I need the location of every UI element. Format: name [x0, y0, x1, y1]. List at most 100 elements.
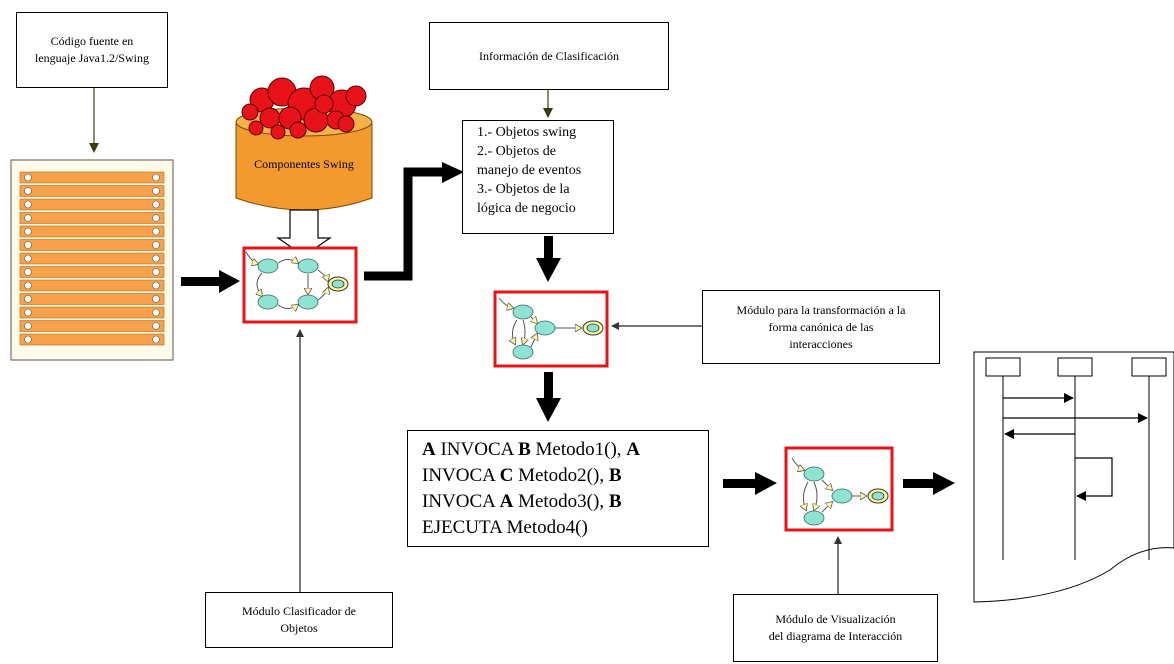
- classification-list-line-4: 3.- Objetos de la: [477, 182, 570, 197]
- classifier-module-line-2: Objetos: [280, 621, 318, 635]
- visualization-module-line-1: Módulo de Visualización: [775, 612, 896, 626]
- thick-arrow-text-to-visualizer: [723, 472, 777, 495]
- code-listing-icon: [10, 159, 174, 361]
- code-line-hole: [24, 214, 32, 222]
- component-ball: [337, 115, 355, 133]
- thick-arrow-list-to-canonical: [536, 236, 561, 282]
- invoca-word: INVOCA: [422, 491, 500, 512]
- code-line-bar: [19, 225, 165, 238]
- object-a: A: [499, 491, 514, 512]
- state-node: [257, 258, 279, 274]
- code-line-hole: [152, 254, 160, 263]
- state-node: [831, 488, 853, 504]
- component-ball: [345, 85, 367, 107]
- code-line-hole: [24, 187, 32, 195]
- state-node: [534, 320, 556, 336]
- object-b: B: [518, 439, 531, 460]
- code-line-hole: [24, 322, 32, 330]
- ejecuta-text: EJECUTA Metodo4(): [422, 517, 588, 538]
- object-b: B: [608, 491, 622, 512]
- component-ball: [270, 124, 286, 140]
- code-line-hole: [24, 254, 32, 263]
- transition-edge: [814, 481, 817, 510]
- object-a: A: [626, 439, 641, 460]
- source-code-box: Código fuente en lenguaje Java1.2/Swing: [16, 12, 168, 88]
- code-line-hole: [152, 322, 160, 330]
- transition-edge: [523, 319, 525, 344]
- thick-arrow-canonical-to-text: [536, 372, 561, 422]
- code-line-hole: [152, 295, 160, 303]
- transform-module-line-2: forma canónica de las: [768, 319, 874, 334]
- invocation-line-4: EJECUTA Metodo4(): [422, 515, 700, 541]
- code-line-hole: [152, 173, 160, 182]
- transition-edge: [277, 260, 298, 264]
- code-line-bar: [19, 306, 165, 319]
- invocation-line-3: INVOCA A Metodo3(), B: [422, 489, 700, 515]
- components-database-icon: [235, 75, 373, 211]
- invocation-line-1: A INVOCA B Metodo1(), A: [422, 437, 700, 463]
- code-line-bar: [19, 171, 165, 184]
- object-a: A: [422, 439, 436, 460]
- thick-arrow-code-to-classifier: [181, 270, 240, 293]
- code-line-hole: [24, 241, 32, 249]
- state-node: [297, 294, 319, 310]
- code-line-bar: [19, 279, 165, 292]
- classification-list-line-2: 2.- Objetos de: [477, 144, 556, 159]
- component-ball: [314, 94, 334, 114]
- classification-list-line-5: lógica de negocio: [477, 201, 576, 216]
- code-line-bar: [19, 252, 165, 265]
- transition-edge: [317, 288, 328, 301]
- invoca-word: INVOCA: [435, 439, 519, 460]
- code-line-bar: [19, 185, 165, 197]
- object-c: C: [499, 465, 514, 486]
- source-code-line-1: Código fuente en: [50, 34, 134, 48]
- classification-list-line-1: 1.- Objetos swing: [477, 125, 577, 140]
- state-node: [257, 294, 279, 310]
- final-state-inner: [871, 491, 885, 501]
- object-b: B: [608, 465, 622, 486]
- state-node: [512, 344, 534, 360]
- method-text: Metodo1(),: [530, 439, 627, 460]
- transition-edge: [512, 319, 518, 344]
- classifier-module-line-1: Módulo Clasificador de: [242, 604, 356, 618]
- classifier-module-box: Módulo Clasificador de Objetos: [205, 592, 393, 648]
- visualizer-automaton-icon: [791, 457, 889, 526]
- thick-arrow-classifier-to-list: [364, 162, 464, 281]
- classification-info-box: Información de Clasificación: [429, 22, 669, 90]
- transition-edge: [530, 334, 537, 348]
- invocation-text-box: A INVOCA B Metodo1(), A INVOCA C Metodo2…: [407, 430, 709, 547]
- code-line-hole: [24, 173, 32, 182]
- code-line-bar: [19, 266, 165, 278]
- code-line-hole: [24, 295, 32, 303]
- code-line-bar: [19, 198, 165, 211]
- classification-list-line-3: manejo de eventos: [477, 163, 582, 178]
- state-node: [803, 510, 825, 526]
- classifier-automaton-icon: [245, 251, 349, 310]
- code-line-hole: [24, 308, 32, 317]
- transition-edge: [277, 305, 298, 309]
- transition-edge: [791, 457, 804, 470]
- component-ball: [248, 120, 264, 136]
- source-code-line-2: lenguaje Java1.2/Swing: [35, 51, 149, 65]
- thick-arrow-visualizer-to-sequence: [903, 472, 955, 495]
- code-line-hole: [24, 227, 32, 236]
- code-line-hole: [152, 187, 160, 195]
- transition-edge: [803, 481, 809, 510]
- transform-module-line-1: Módulo para la transformación a la: [736, 302, 906, 317]
- transition-edge: [821, 502, 832, 513]
- transition-edge: [531, 317, 537, 323]
- code-line-bar: [19, 239, 165, 251]
- transition-edge: [821, 479, 832, 490]
- code-line-hole: [152, 241, 160, 249]
- classification-list-box: 1.- Objetos swing 2.- Objetos de manejo …: [462, 120, 614, 234]
- final-state-inner: [331, 279, 345, 289]
- code-line-hole: [152, 214, 160, 222]
- final-state-inner: [586, 323, 600, 333]
- method-text: Metodo2(),: [513, 465, 609, 486]
- canonical-automaton-icon: [498, 297, 604, 360]
- code-line-hole: [152, 308, 160, 317]
- component-ball: [289, 121, 307, 139]
- code-line-hole: [152, 268, 160, 276]
- transition-edge: [498, 297, 513, 308]
- code-line-hole: [152, 200, 160, 209]
